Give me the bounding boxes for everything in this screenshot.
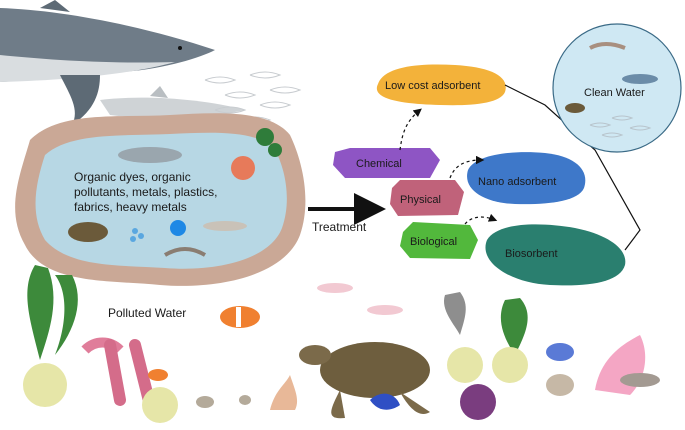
nano-adsorbent-label: Nano adsorbent: [478, 176, 556, 188]
blue-betta-icon: [370, 393, 400, 410]
chemical-to-low-cost-arrow: [399, 108, 422, 151]
seaweed-left: [27, 265, 78, 360]
fish-clean-icon: [622, 74, 658, 84]
algae-icon: [256, 128, 274, 146]
seaweed-right-icon: [500, 298, 528, 355]
physical-shape: [390, 180, 464, 216]
shrimp-clean-icon: [589, 42, 626, 50]
small-shark-illustration: [100, 86, 245, 118]
nano-adsorbent-shape: [467, 152, 586, 205]
plastic-ball-icon: [170, 220, 186, 236]
low-cost-adsorbent-label: Low cost adsorbent: [385, 80, 480, 92]
biological-label: Biological: [410, 236, 457, 248]
polluted-pond: [15, 113, 306, 286]
biological-shape: [400, 222, 478, 259]
low-cost-adsorbent-shape: [376, 64, 506, 106]
physical-to-nano-arrow: [449, 155, 485, 179]
gray-coral-icon: [443, 292, 466, 335]
sea-turtle-icon: [320, 342, 430, 398]
fish-in-pond-icon: [118, 147, 182, 163]
sea-urchin-left-icon: [23, 363, 67, 407]
turtle-clean-icon: [565, 103, 585, 113]
chemical-shape: [333, 148, 440, 178]
shark-illustration: [0, 0, 215, 125]
purple-urchin-icon: [460, 384, 496, 420]
clean-water-connector-line: [504, 84, 641, 251]
polluted-water-label: Polluted Water: [108, 306, 186, 320]
turtle-in-pond-icon: [68, 222, 108, 242]
tube-coral-icon: [81, 337, 124, 354]
pink-fish-icon-2: [367, 305, 403, 315]
biosorbent-label: Biosorbent: [505, 248, 558, 260]
chemical-label: Chemical: [356, 158, 402, 170]
pond-description-line-3: fabrics, heavy metals: [74, 200, 187, 214]
biological-to-biosorbent-arrow: [464, 213, 498, 225]
clean-water-circle: [552, 23, 682, 153]
fish-bottom-right-icon: [620, 373, 660, 387]
shrimp-in-pond-icon: [163, 247, 207, 257]
pond-description-line-2: pollutants, metals, plastics,: [74, 185, 217, 199]
clean-water-label: Clean Water: [584, 87, 645, 99]
biosorbent-shape: [485, 224, 626, 286]
pink-fish-icon-1: [317, 283, 353, 293]
pond-description-line-1: Organic dyes, organic: [74, 170, 191, 184]
coral-icon: [231, 156, 255, 180]
physical-label: Physical: [400, 194, 441, 206]
treatment-label: Treatment: [312, 220, 367, 234]
fish-small-icon: [203, 221, 247, 231]
fish-school-clean: [589, 115, 652, 138]
